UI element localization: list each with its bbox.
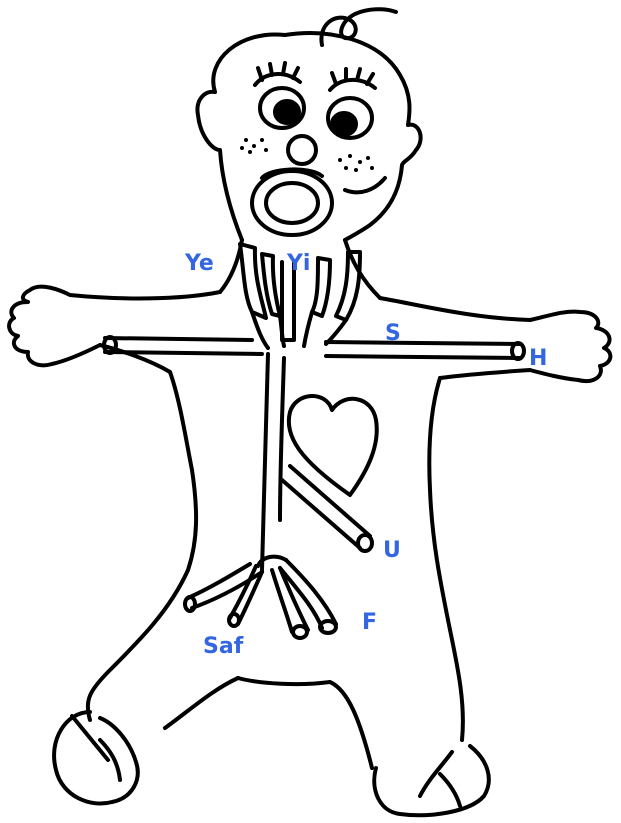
- left-arm: [9, 287, 220, 372]
- left-foot: [54, 712, 138, 804]
- left-eyelashes: [255, 63, 300, 85]
- smile: [345, 178, 385, 192]
- vessel-jugular-right-int: [312, 258, 330, 316]
- label-s: S: [385, 323, 401, 345]
- vessel-subclavian-right: [326, 342, 520, 358]
- torso-left: [88, 372, 196, 720]
- nose: [288, 136, 316, 164]
- left-pupil: [275, 101, 299, 123]
- label-ye: Ye: [185, 253, 214, 275]
- label-h: H: [529, 348, 547, 370]
- freckles: [240, 138, 374, 172]
- crotch: [238, 678, 372, 768]
- vessel-saphenous-left-end: [229, 614, 239, 626]
- right-foot: [374, 746, 489, 815]
- label-u: U: [383, 540, 401, 562]
- heart: [289, 396, 377, 495]
- label-f: F: [362, 612, 377, 634]
- vessel-iliac-right-end: [293, 626, 307, 638]
- left-leg-inner: [165, 678, 238, 728]
- label-yi: Yi: [287, 253, 310, 275]
- vessel-jugular-right-ext: [336, 252, 360, 320]
- vessel-subclavian-left: [105, 338, 262, 354]
- vessel-vena-cava-right: [280, 358, 284, 520]
- torso-right: [429, 378, 463, 740]
- right-eyelashes: [330, 69, 375, 90]
- right-pupil: [332, 113, 356, 135]
- vessel-umbilical-end: [358, 535, 372, 551]
- vessel-vena-cava-left: [262, 354, 268, 570]
- right-arm: [380, 298, 610, 381]
- pacifier-inner: [266, 183, 318, 223]
- label-saf: Saf: [203, 636, 243, 658]
